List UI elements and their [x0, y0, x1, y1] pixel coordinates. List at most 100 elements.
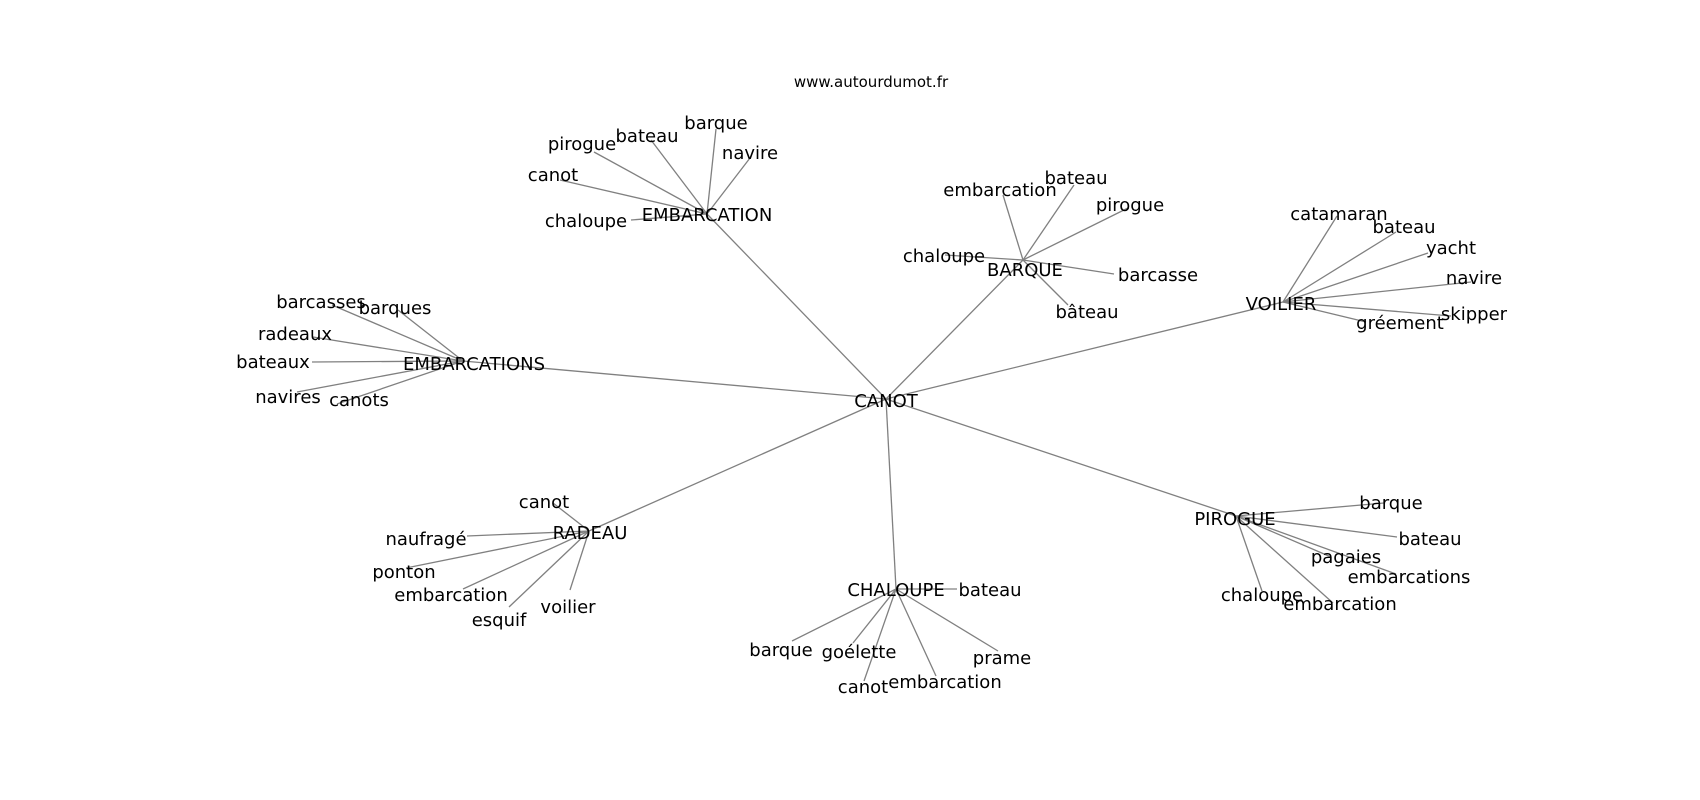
hub-node-label: EMBARCATION [642, 205, 773, 226]
leaf-node-label: bateau [615, 126, 678, 147]
edge-hub-leaf [336, 360, 464, 405]
hub-node-label: PIROGUE [1194, 509, 1275, 530]
center-node-label: CANOT [854, 391, 919, 412]
edge-hub-leaf [405, 530, 590, 569]
edge-center-hub [885, 398, 1237, 517]
leaf-node-label: catamaran [1290, 204, 1387, 225]
edge-hub-leaf [397, 309, 464, 362]
edge-hub-leaf [650, 139, 708, 215]
edge-hub-leaf [1022, 184, 1075, 261]
edge-hub-leaf [462, 530, 590, 590]
leaf-node-label: ponton [372, 562, 435, 583]
edge-hub-leaf [296, 360, 464, 393]
edge-hub-leaf [1235, 502, 1385, 517]
hub-node-label: VOILIER [1246, 294, 1317, 315]
edge-hub-leaf [1235, 515, 1397, 575]
leaf-node-label: barques [359, 298, 432, 319]
leaf-node-label: gréement [1356, 313, 1444, 334]
leaf-node-label: radeaux [258, 324, 332, 345]
leaf-node-label: embarcations [1348, 567, 1471, 588]
edge-hub-leaf [312, 336, 464, 362]
edge-hub-leaf [1022, 259, 1069, 306]
edge-hub-leaf [552, 502, 590, 532]
leaf-node-label: barque [1359, 493, 1422, 514]
leaf-node-label: barcasse [1118, 265, 1198, 286]
leaf-node-label: bâteau [1055, 302, 1118, 323]
leaf-node-label: naufragé [385, 529, 466, 550]
edge-center-hub [706, 213, 887, 400]
leaf-node-label: bateau [1372, 217, 1435, 238]
leaf-node-label: skipper [1441, 304, 1508, 325]
edge-center-hub [462, 360, 887, 400]
edge-center-hub [885, 301, 1284, 400]
leaf-node-label: chaloupe [545, 211, 627, 232]
edge-hub-leaf [791, 588, 897, 642]
leaf-node-label: canot [519, 492, 569, 513]
edge-hub-leaf [331, 304, 464, 362]
edge-center-hub [885, 259, 1024, 400]
hub-node-label: CHALOUPE [847, 580, 944, 601]
edge-hub-leaf [466, 530, 590, 537]
edge-hub-leaf [1235, 515, 1398, 538]
leaf-node-label: canot [528, 165, 578, 186]
edge-hub-leaf [1235, 515, 1263, 592]
edge-hub-leaf [944, 254, 1024, 261]
leaf-node-label: voilier [540, 597, 596, 618]
leaf-node-label: barque [684, 113, 747, 134]
hub-node-label: RADEAU [553, 523, 628, 544]
leaf-node-label: embarcation [394, 585, 507, 606]
leaf-node-label: chaloupe [1221, 585, 1303, 606]
edge-hub-leaf [852, 588, 897, 644]
leaf-node-label: embarcation [1283, 594, 1396, 615]
leaf-node-label: navire [722, 143, 778, 164]
edge-hub-leaf [1282, 281, 1472, 303]
leaf-node-label: bateaux [236, 352, 310, 373]
leaf-node-label: bateau [1398, 529, 1461, 550]
edge-hub-leaf [593, 151, 708, 215]
edge-hub-leaf [1235, 515, 1334, 604]
edge-hub-leaf [1282, 215, 1338, 303]
edge-hub-leaf [1022, 259, 1115, 275]
edge-hub-leaf [1282, 252, 1429, 303]
edge-hub-leaf [508, 530, 590, 608]
leaf-node-label: navires [255, 387, 321, 408]
leaf-node-label: navire [1446, 268, 1502, 289]
leaf-node-label: yacht [1426, 238, 1476, 259]
leaf-node-label: embarcation [943, 180, 1056, 201]
leaf-node-label: canot [838, 677, 888, 698]
edge-layer [296, 128, 1472, 682]
leaf-node-label: pagaies [1311, 547, 1381, 568]
leaf-node-label: barcasses [276, 292, 366, 313]
edge-hub-leaf [559, 179, 708, 215]
leaf-node-label: pirogue [548, 134, 616, 155]
edge-hub-leaf [1282, 301, 1367, 323]
edge-hub-leaf [706, 128, 717, 215]
edge-hub-leaf [1235, 515, 1332, 558]
edge-hub-leaf [1282, 231, 1397, 303]
edge-center-hub [885, 398, 897, 590]
leaf-node-label: canots [329, 390, 389, 411]
hub-node-label: BARQUE [987, 260, 1063, 281]
leaf-node-label: barque [749, 640, 812, 661]
edge-hub-leaf [863, 588, 897, 682]
leaf-node-label: esquif [472, 610, 527, 631]
edge-hub-leaf [1022, 207, 1129, 261]
leaf-node-label: bateau [958, 580, 1021, 601]
edge-hub-leaf [1282, 301, 1452, 317]
edge-hub-leaf [895, 588, 999, 652]
edge-hub-leaf [1002, 194, 1024, 261]
leaf-node-label: bateau [1044, 168, 1107, 189]
edge-hub-leaf [569, 530, 590, 591]
edge-hub-leaf [895, 588, 937, 677]
edge-hub-leaf [630, 213, 708, 221]
source-label: www.autourdumot.fr [794, 73, 949, 91]
hub-node-label: EMBARCATIONS [403, 354, 545, 375]
leaf-node-label: goélette [822, 642, 897, 663]
leaf-node-label: embarcation [888, 672, 1001, 693]
edge-hub-leaf [706, 157, 751, 215]
leaf-node-label: pirogue [1096, 195, 1164, 216]
leaf-node-label: prame [973, 648, 1031, 669]
edge-hub-leaf [311, 360, 464, 363]
edge-center-hub [588, 398, 887, 532]
